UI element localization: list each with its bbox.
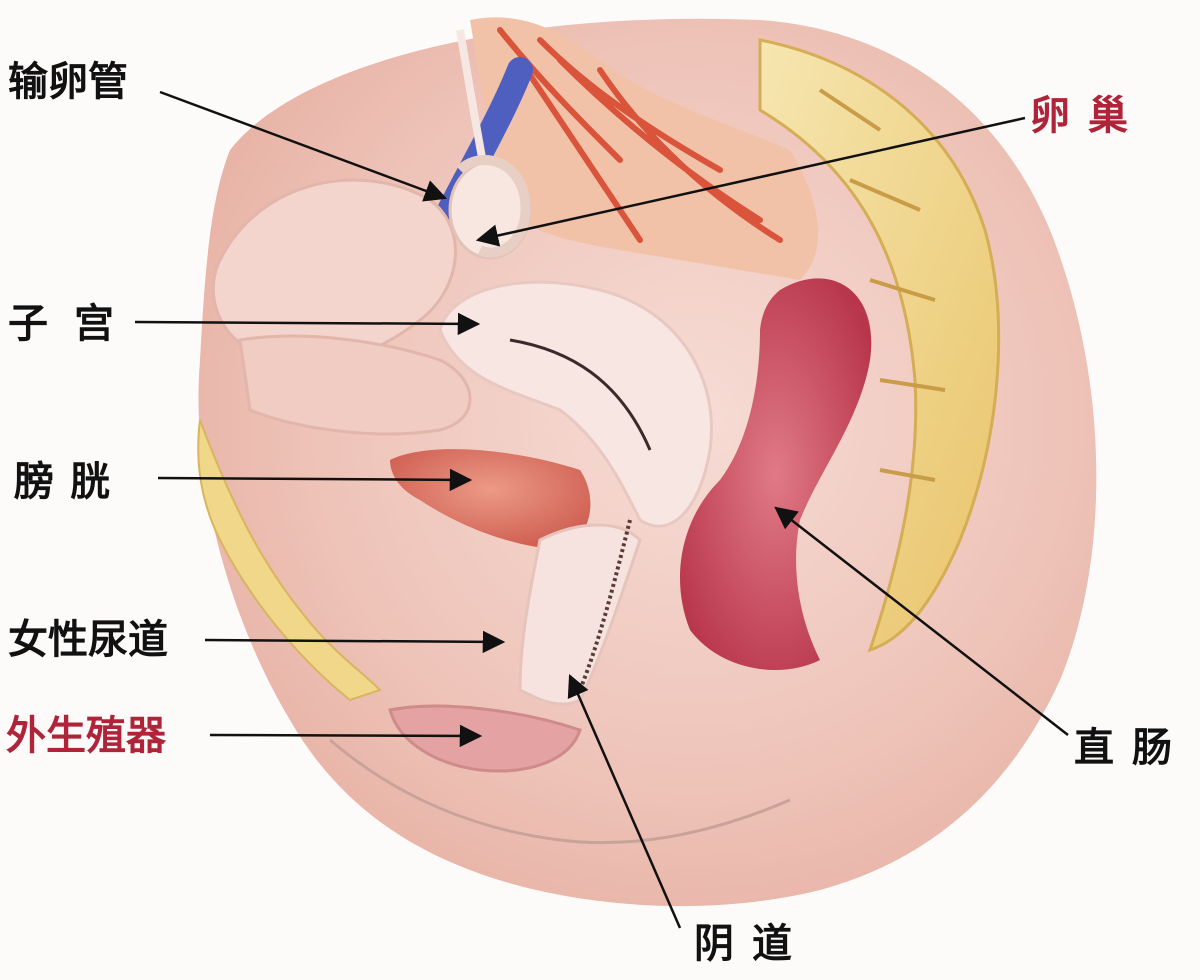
skin-contour	[329, 738, 791, 845]
sacrum	[758, 38, 1001, 653]
arrow-rectum	[774, 506, 1069, 736]
arrow-vagina	[567, 673, 682, 929]
label-fallopian-tube: 输卵管	[8, 58, 128, 105]
arrow-bladder	[157, 468, 473, 492]
arrow-urethra	[204, 630, 506, 654]
label-ovary: 卵巢	[1030, 92, 1146, 139]
intestine	[211, 178, 472, 436]
arrow-ovary	[475, 116, 1026, 247]
rectum-shape	[680, 278, 872, 670]
label-rectum: 直肠	[1074, 724, 1190, 771]
label-urethra: 女性尿道	[8, 616, 168, 663]
label-bladder: 膀胱	[14, 458, 126, 505]
uterus-shape	[438, 280, 713, 528]
label-vagina: 阴道	[694, 920, 810, 967]
bladder-shape	[390, 449, 591, 550]
arrow-uterus	[134, 312, 481, 336]
pointer-lines	[134, 90, 1069, 929]
ovary-shape	[448, 155, 532, 260]
vulva-shape	[388, 704, 582, 773]
label-vulva: 外生殖器	[6, 712, 166, 759]
pubic-bone	[197, 419, 382, 702]
arrow-fallopian-tube	[159, 90, 448, 202]
arrow-vulva	[209, 724, 483, 748]
label-uterus: 子宫	[8, 300, 140, 347]
